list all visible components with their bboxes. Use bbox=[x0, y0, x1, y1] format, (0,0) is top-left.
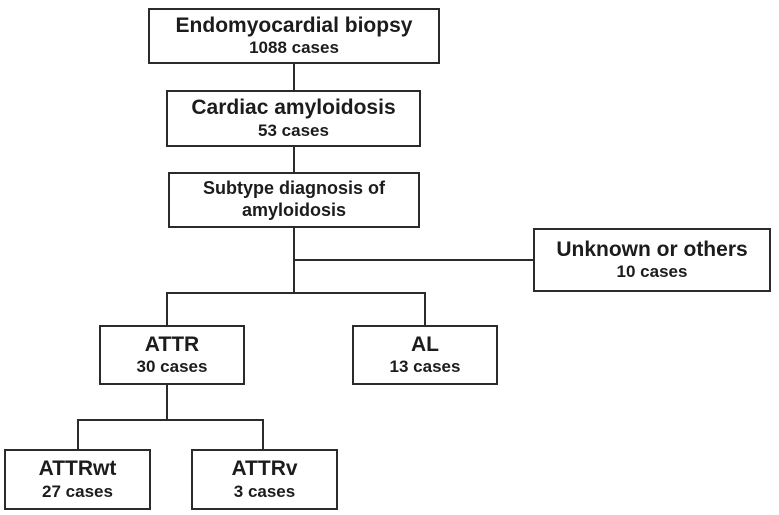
connector-split-attrwt-attrv bbox=[77, 419, 264, 421]
connector-attr-trunk bbox=[166, 385, 168, 420]
node-subtype-diagnosis: Subtype diagnosis of amyloidosis bbox=[168, 172, 420, 228]
connector-biopsy-to-cardiac bbox=[293, 64, 295, 90]
node-case-count: 3 cases bbox=[233, 481, 296, 501]
node-endomyocardial-biopsy: Endomyocardial biopsy 1088 cases bbox=[148, 8, 440, 64]
node-attr: ATTR 30 cases bbox=[99, 325, 245, 385]
node-al: AL 13 cases bbox=[352, 325, 498, 385]
node-case-count: 13 cases bbox=[389, 357, 461, 377]
node-case-count: 53 cases bbox=[258, 120, 329, 140]
node-title-line1: Subtype diagnosis of bbox=[202, 178, 385, 199]
connector-cardiac-to-subtype bbox=[293, 147, 295, 172]
node-title: Endomyocardial biopsy bbox=[175, 13, 413, 37]
node-case-count: 1088 cases bbox=[249, 38, 339, 58]
connector-split-attr-al bbox=[166, 292, 426, 294]
node-title: AL bbox=[411, 332, 439, 356]
connector-branch-to-unknown bbox=[293, 259, 533, 261]
node-attrwt: ATTRwt 27 cases bbox=[4, 449, 151, 510]
node-title: Unknown or others bbox=[556, 237, 748, 261]
connector-subtype-trunk bbox=[293, 228, 295, 294]
node-case-count: 27 cases bbox=[42, 481, 113, 501]
connector-stub-to-attrv bbox=[262, 419, 264, 449]
node-unknown-or-others: Unknown or others 10 cases bbox=[533, 228, 771, 292]
connector-stub-to-al bbox=[424, 292, 426, 325]
node-cardiac-amyloidosis: Cardiac amyloidosis 53 cases bbox=[166, 90, 421, 147]
connector-stub-to-attr bbox=[166, 292, 168, 325]
node-case-count: 30 cases bbox=[136, 357, 208, 377]
node-title: ATTRwt bbox=[38, 457, 117, 481]
connector-stub-to-attrwt bbox=[77, 419, 79, 449]
node-title: Cardiac amyloidosis bbox=[191, 96, 396, 120]
node-title-line2: amyloidosis bbox=[241, 200, 347, 220]
node-title: ATTRv bbox=[231, 457, 298, 481]
node-case-count: 10 cases bbox=[616, 262, 688, 282]
node-title: ATTR bbox=[144, 332, 200, 356]
node-attrv: ATTRv 3 cases bbox=[191, 449, 338, 510]
